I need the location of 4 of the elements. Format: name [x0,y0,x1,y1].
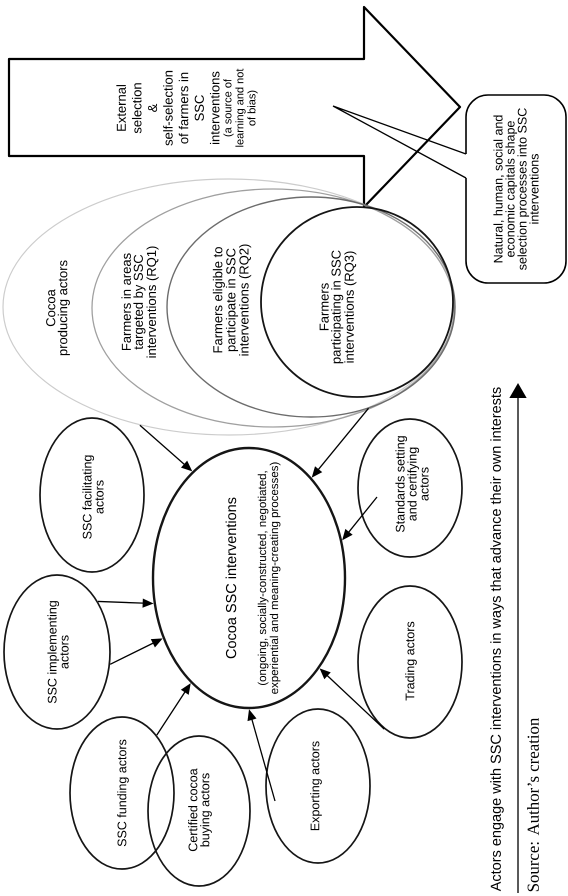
note-text: Actors engage with SSC interventions in ways that advance their own interests [490,387,504,892]
callout-box: Natural, human, social and economic capitals shape selection processes into SSC interventions [465,94,567,284]
source-note: Source: Author’s creation [527,718,539,892]
callout-pointer [332,105,467,179]
